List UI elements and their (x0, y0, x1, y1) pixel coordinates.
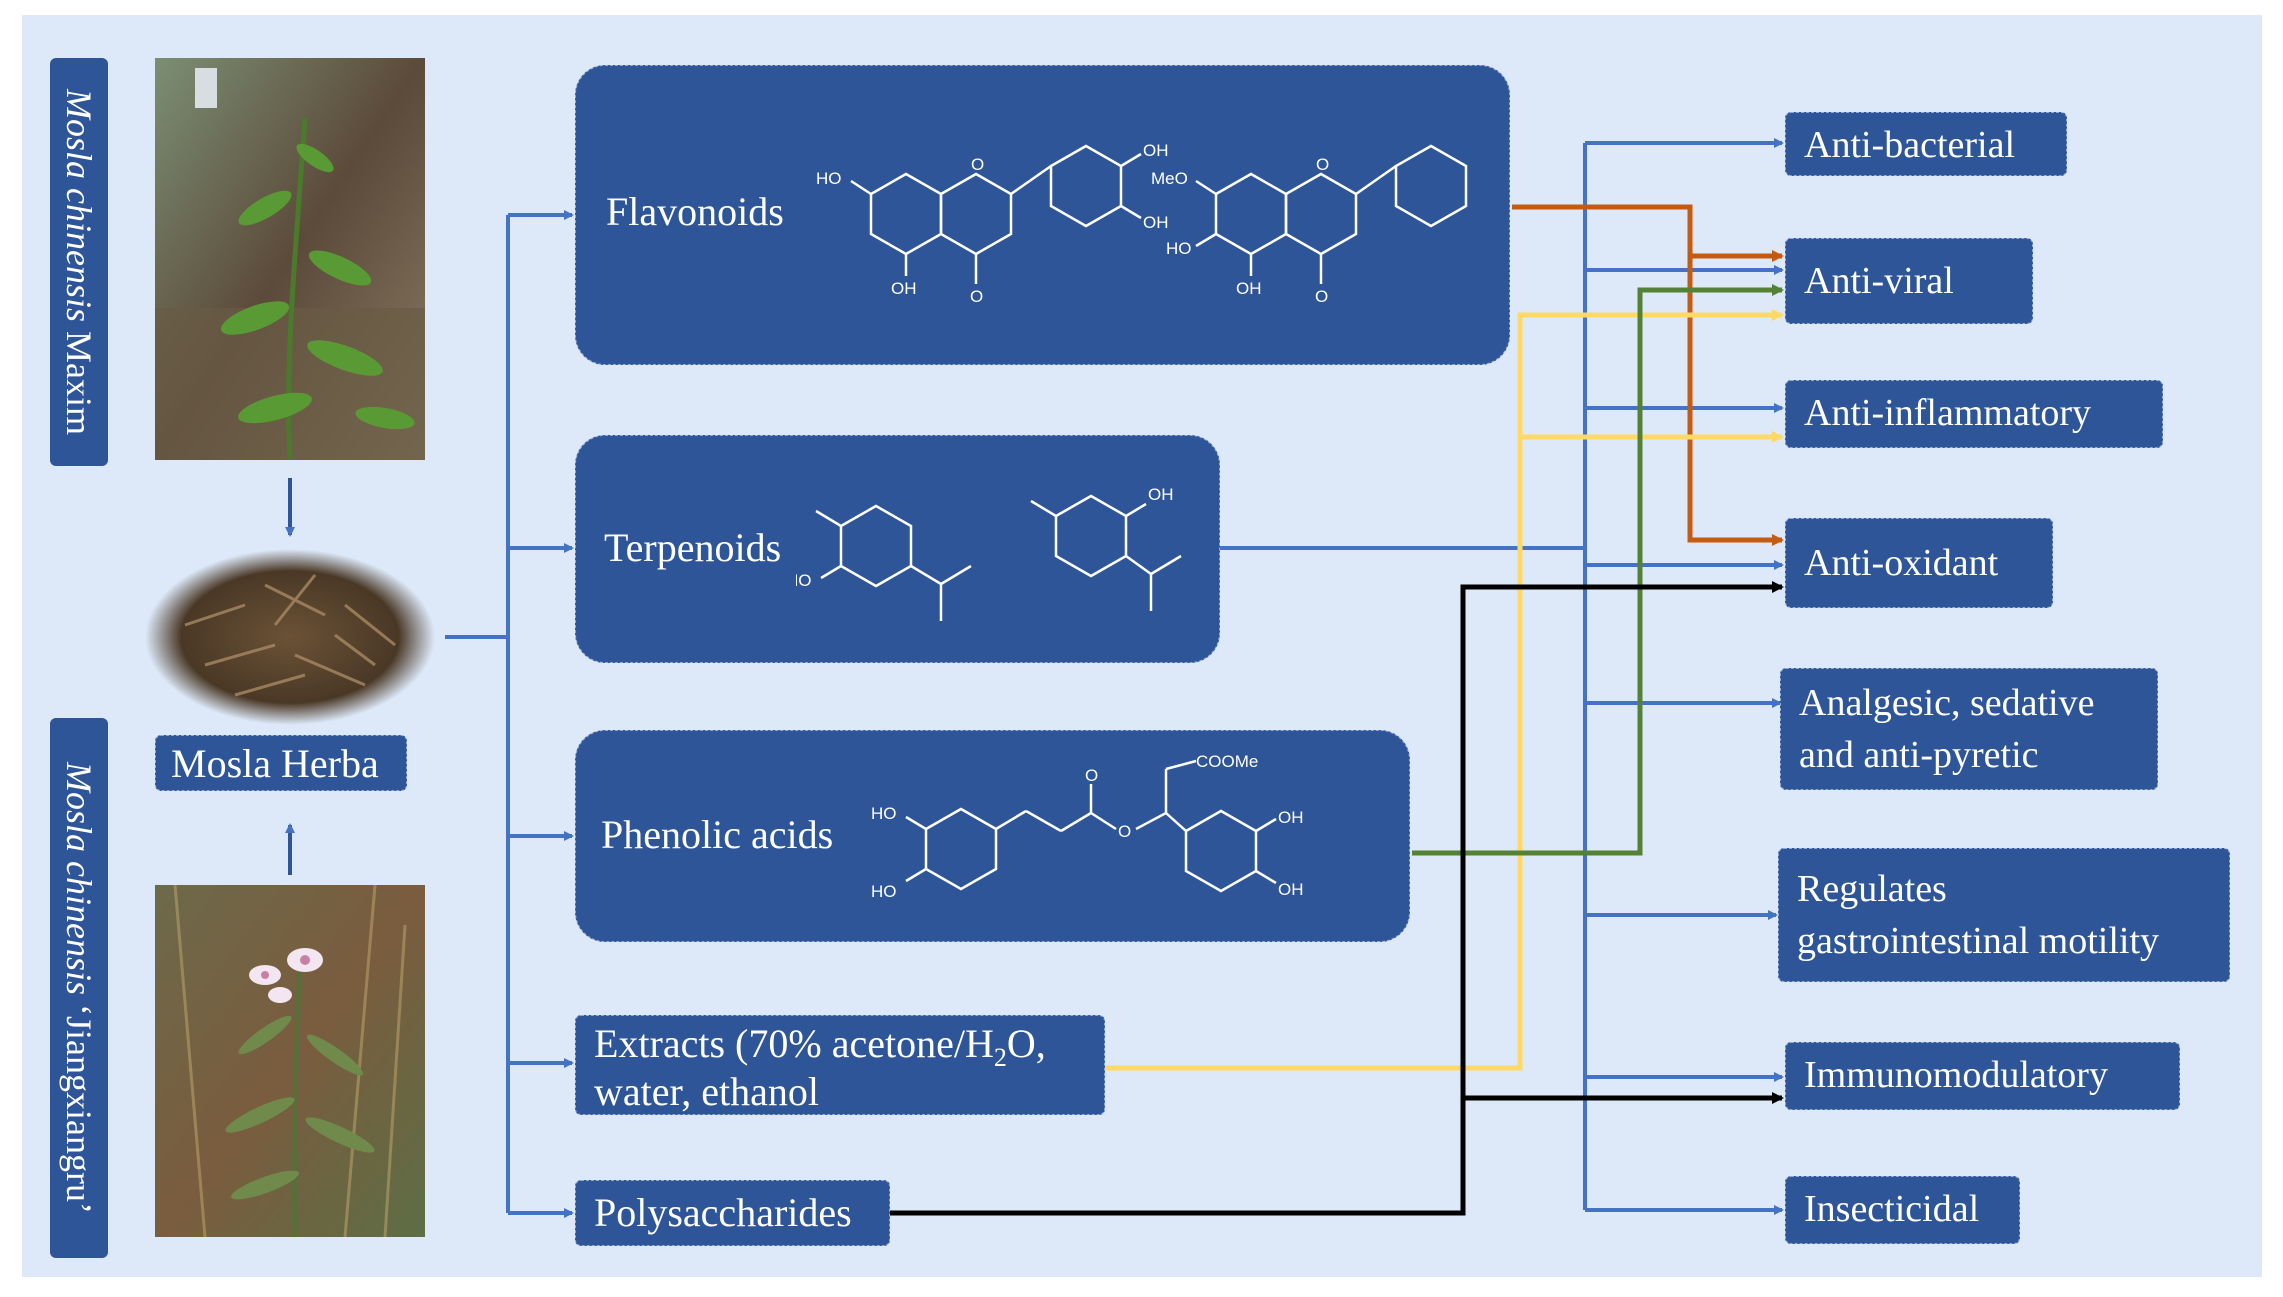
mosla-herba-label: Mosla Herba (155, 735, 407, 791)
terpenoid-structures: HO OH (796, 485, 1182, 621)
svg-text:HO: HO (1166, 239, 1192, 258)
svg-text:OH: OH (1143, 141, 1169, 160)
phenolic-acid-structure: HO HO O O COOMe OH OH (871, 752, 1304, 901)
svg-text:OH: OH (891, 279, 917, 298)
svg-text:O: O (1085, 766, 1098, 785)
effect-insecticidal: Insecticidal (1785, 1176, 2020, 1244)
polysaccharides-label: Polysaccharides (594, 1190, 852, 1235)
svg-text:OH: OH (1278, 808, 1304, 827)
effect-analgesic: Analgesic, sedative and anti-pyretic (1780, 668, 2158, 790)
polysaccharides-box: Polysaccharides (575, 1180, 890, 1246)
svg-text:OH: OH (1143, 213, 1169, 232)
plant-photo-top (155, 58, 425, 460)
terpenoids-box: Terpenoids HO OH (575, 435, 1220, 663)
svg-text:COOMe: COOMe (1196, 752, 1258, 771)
svg-text:OH: OH (1148, 485, 1174, 504)
effect-gastrointestinal: Regulates gastrointestinal motility (1778, 848, 2230, 982)
orange-flavonoid-lines (1512, 204, 1784, 546)
effect-anti-oxidant: Anti-oxidant (1785, 518, 2053, 608)
svg-text:O: O (1118, 822, 1131, 841)
svg-text:O: O (970, 287, 983, 306)
effect-anti-inflammatory: Anti-inflammatory (1785, 380, 2163, 448)
species-label-jiangxiangru: Mosla chinensis ‘Jiangxiangru’ (50, 718, 108, 1258)
herb-pile-image (145, 545, 435, 725)
svg-text:HO: HO (796, 571, 812, 590)
effect-immunomodulatory: Immunomodulatory (1785, 1042, 2180, 1110)
svg-text:HO: HO (871, 882, 897, 901)
green-phenolic-lines (1412, 284, 1784, 856)
flavonoids-label: Flavonoids (606, 189, 784, 234)
phenolic-acids-label: Phenolic acids (601, 812, 834, 857)
phenolic-acids-box: Phenolic acids HO HO O (575, 730, 1410, 942)
extracts-label-line2: water, ethanol (594, 1069, 819, 1114)
yellow-extract-lines (1105, 309, 1784, 1071)
herb-to-components-lines (445, 210, 574, 1218)
plant-photo-bottom (155, 885, 425, 1237)
effect-anti-viral: Anti-viral (1785, 238, 2033, 324)
svg-text:O: O (971, 155, 984, 174)
species-label-maxim: Mosla chinensis Maxim (50, 58, 108, 466)
effect-anti-bacterial: Anti-bacterial (1785, 112, 2067, 176)
svg-text:HO: HO (816, 169, 842, 188)
svg-text:OH: OH (1236, 279, 1262, 298)
extracts-label-line1: Extracts (70% acetone/H2O, (594, 1021, 1046, 1072)
svg-text:O: O (1315, 287, 1328, 306)
svg-text:HO: HO (871, 804, 897, 823)
svg-text:MeO: MeO (1151, 169, 1188, 188)
extracts-box: Extracts (70% acetone/H2O, water, ethano… (575, 1015, 1105, 1115)
blue-effect-lines (1220, 138, 1784, 1215)
terpenoids-label: Terpenoids (604, 525, 782, 570)
flavonoid-structures: HO O OH OH OH O MeO O HO OH O (816, 141, 1468, 306)
svg-text:O: O (1316, 155, 1329, 174)
black-polysaccharide-lines (890, 581, 1784, 1216)
flavonoids-box: Flavonoids (575, 65, 1510, 365)
svg-text:OH: OH (1278, 880, 1304, 899)
